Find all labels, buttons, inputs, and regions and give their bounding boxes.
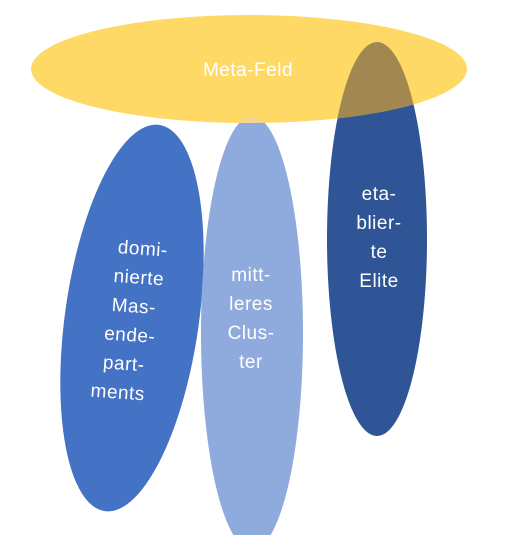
dominant-label-line: ende-	[104, 323, 156, 348]
elite-cluster-ellipse	[327, 42, 427, 436]
dominant-label-line: part-	[102, 352, 145, 376]
middle-label-line: leres	[229, 294, 273, 315]
middle-cluster-label: mitt- leres Clus- ter	[228, 265, 275, 373]
dominant-cluster-label: domi- nierte Mas- ende- part- ments	[90, 237, 169, 406]
dominant-label-line: Mas-	[111, 295, 157, 319]
dominant-label-line: ments	[90, 381, 146, 406]
dominant-label-line: domi-	[117, 237, 168, 261]
elite-label-line: blier-	[356, 213, 401, 234]
dominant-label-line: nierte	[113, 266, 165, 290]
meta-field-label: Meta-Feld	[203, 60, 293, 81]
elite-label-line: Elite	[359, 271, 398, 292]
middle-label-line: Clus-	[228, 323, 275, 344]
middle-label-line: ter	[239, 352, 263, 373]
elite-label-line: te	[371, 242, 388, 263]
middle-label-line: mitt-	[231, 265, 270, 286]
dominant-cluster-ellipse	[60, 124, 204, 512]
elite-label-line: eta-	[362, 184, 397, 205]
middle-cluster-ellipse	[201, 116, 303, 535]
elite-cluster-label: eta- blier- te Elite	[356, 184, 401, 292]
